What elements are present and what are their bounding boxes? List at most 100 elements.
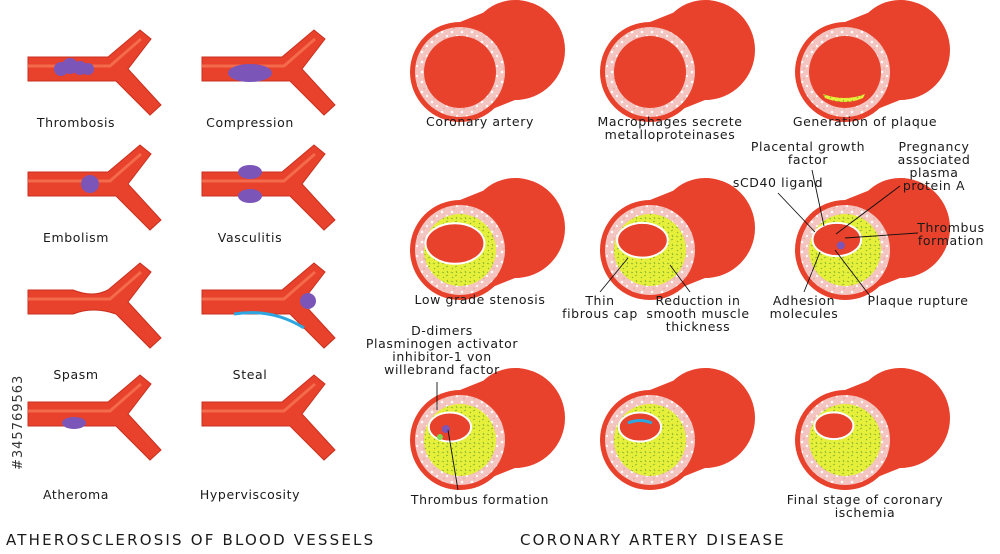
vessel-steal xyxy=(201,262,336,349)
artery-label-line: ischemia xyxy=(835,505,896,520)
leader-placental xyxy=(811,169,825,227)
artery-section-1 xyxy=(410,0,565,122)
artery-lumen xyxy=(424,36,496,108)
plaque-strip xyxy=(823,94,865,102)
label-pregnancy-protein-line: associated xyxy=(898,152,971,167)
label-plaque-rupture: Plaque rupture xyxy=(868,293,969,308)
vessel-highlight xyxy=(202,270,316,301)
vessel-label: Embolism xyxy=(43,230,109,245)
artery-lumen xyxy=(809,36,881,108)
vessel-body xyxy=(201,144,336,231)
label-thrombus-formation-right-line: formation xyxy=(918,233,984,248)
artery-lumen xyxy=(616,221,669,259)
rupture-mark xyxy=(836,241,845,250)
label-thin-fibrous-cap-line: fibrous cap xyxy=(562,306,638,321)
artery-label: Generation of plaque xyxy=(793,114,937,129)
vessel-label: Thrombosis xyxy=(36,115,115,130)
vessel-vasculitis xyxy=(201,144,336,231)
vessel-highlight xyxy=(28,382,142,413)
artery-label-line: Macrophages secrete xyxy=(597,114,742,129)
artery-lumen xyxy=(813,411,855,441)
vessel-thrombosis xyxy=(27,29,162,116)
thrombus-dot-2 xyxy=(436,434,443,441)
vessel-body xyxy=(27,29,162,116)
clot-blob xyxy=(82,63,94,75)
artery-label-line: metalloproteinases xyxy=(605,127,736,142)
leader-plaque-rupture xyxy=(834,249,871,297)
label-adhesion-molecules-line: Adhesion xyxy=(773,293,835,308)
vessel-body xyxy=(27,262,162,349)
embolus xyxy=(81,175,99,193)
leader-pregnancy xyxy=(835,185,901,235)
label-plaque-rupture-line: Plaque rupture xyxy=(868,293,969,308)
artery-label-line: Coronary artery xyxy=(426,114,534,129)
label-pregnancy-protein-line: Pregnancy xyxy=(899,139,970,154)
artery-label: Coronary artery xyxy=(426,114,534,129)
artery-label: Thrombus formation xyxy=(410,492,549,507)
atheroma-plaque xyxy=(62,417,86,429)
artery-lumen xyxy=(427,411,473,443)
artery-label-line: Low grade stenosis xyxy=(415,292,546,307)
vessel-label: Steal xyxy=(233,367,268,382)
vasculitis-bottom xyxy=(238,189,262,203)
thrombus-line xyxy=(627,419,653,425)
artery-label-line: Generation of plaque xyxy=(793,114,937,129)
vessel-label: Vasculitis xyxy=(218,230,282,245)
vessel-highlight xyxy=(202,37,316,68)
vessel-label: Compression xyxy=(206,115,294,130)
leader-smooth-muscle xyxy=(669,264,691,293)
label-scd40-ligand: sCD40 ligand xyxy=(733,175,823,190)
artery-section-9 xyxy=(795,368,950,490)
steal-blob xyxy=(300,293,316,309)
leader-scd40 xyxy=(777,192,816,233)
vessel-highlight xyxy=(202,152,316,183)
artery-section-7 xyxy=(410,368,565,490)
artery-lumen xyxy=(614,36,686,108)
label-scd40-ligand-line: sCD40 ligand xyxy=(733,175,823,190)
label-smooth-muscle-line: smooth muscle xyxy=(646,306,749,321)
vessel-body xyxy=(201,374,336,461)
label-smooth-muscle-line: thickness xyxy=(666,319,730,334)
artery-section-4 xyxy=(410,178,565,300)
artery-label-line: Thrombus formation xyxy=(410,492,549,507)
label-pregnancy-protein-line: protein A xyxy=(903,178,965,193)
artery-lumen xyxy=(424,222,486,265)
vessel-label: Spasm xyxy=(53,367,98,382)
leader-adhesion xyxy=(803,251,821,293)
label-d-dimers-line: willebrand factor xyxy=(384,362,500,377)
artery-section-3 xyxy=(795,0,950,122)
vessel-label: Hyperviscosity xyxy=(200,487,300,502)
vessel-hyperviscosity xyxy=(201,374,336,461)
left-title: ATHEROSCLEROSIS OF BLOOD VESSELS xyxy=(6,531,375,549)
label-smooth-muscle-line: Reduction in xyxy=(655,293,740,308)
artery-section-6 xyxy=(795,178,950,300)
label-placental-growth-line: Placental growth xyxy=(751,139,865,154)
label-thrombus-formation-right-line: Thrombus xyxy=(916,220,984,235)
label-adhesion-molecules-line: molecules xyxy=(770,306,839,321)
leader-thrombus-formation xyxy=(447,429,459,491)
vessel-highlight xyxy=(28,270,142,301)
label-thin-fibrous-cap-line: Thin xyxy=(584,293,614,308)
artery-lumen xyxy=(811,221,863,258)
vessel-highlight xyxy=(28,152,142,183)
label-d-dimers-line: Plasminogen activator xyxy=(366,336,518,351)
label-d-dimers-line: inhibitor-1 von xyxy=(392,349,492,364)
vessel-label: Atheroma xyxy=(43,487,109,502)
vessel-compression xyxy=(201,29,336,116)
leader-thrombus-r xyxy=(844,232,919,239)
artery-section-5 xyxy=(600,178,755,300)
vessel-highlight xyxy=(202,382,316,413)
steal-flow-line xyxy=(233,311,305,330)
